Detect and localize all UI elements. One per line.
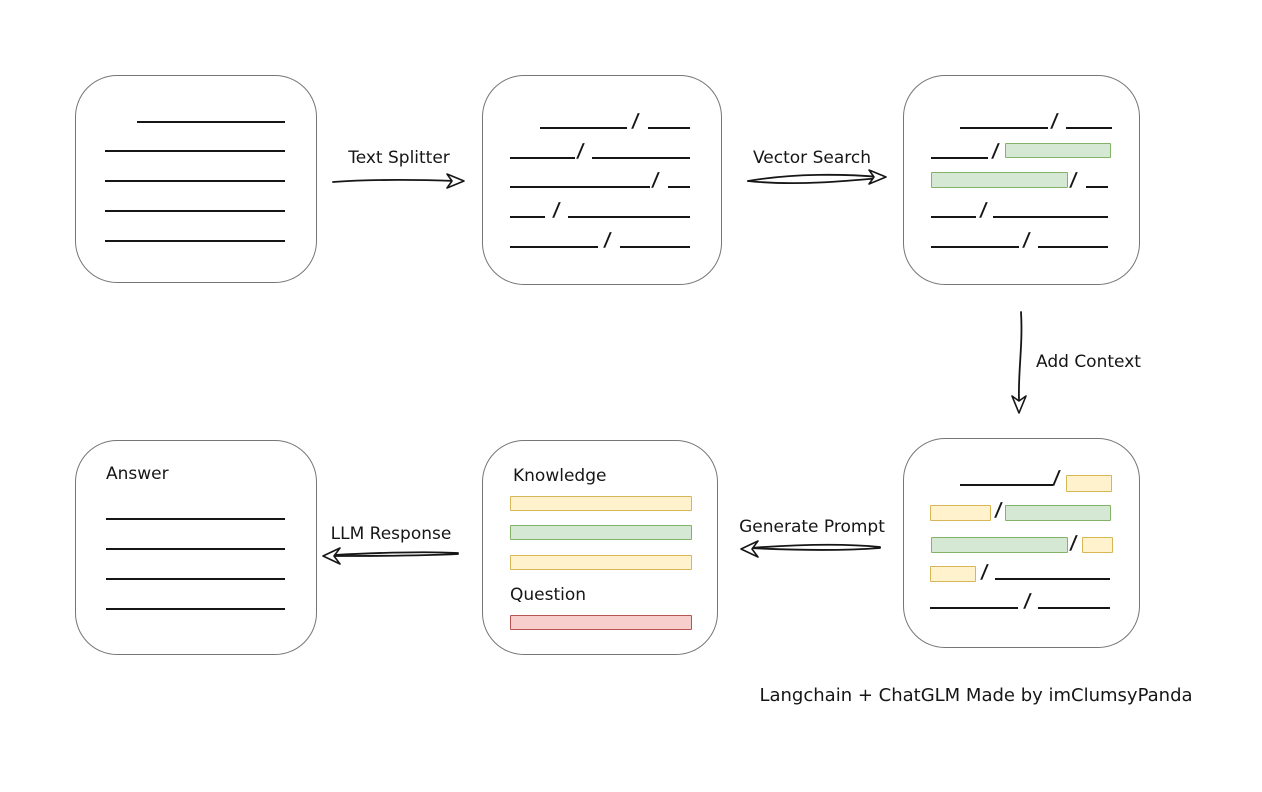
text-line (993, 216, 1108, 218)
text-line (592, 157, 690, 159)
text-line (137, 121, 285, 123)
text-line (620, 246, 690, 248)
text-line (105, 240, 285, 242)
green-chunk-bar (510, 525, 692, 540)
yellow-chunk-bar (1082, 537, 1113, 553)
text-line (995, 578, 1110, 580)
green-chunk-bar (1005, 505, 1111, 521)
text-line (105, 150, 285, 152)
caption: Langchain + ChatGLM Made by imClumsyPand… (759, 685, 1193, 706)
text-line (568, 216, 690, 218)
generate-prompt-arrow (740, 540, 881, 558)
text-line (510, 216, 545, 218)
vector-search-arrow (747, 169, 887, 185)
text-line (931, 216, 976, 218)
text-line (960, 127, 1048, 129)
text-line (540, 127, 627, 129)
yellow-chunk-bar (510, 496, 692, 511)
text-line (106, 548, 285, 550)
text-line (648, 127, 690, 129)
text-line (106, 608, 285, 610)
yellow-chunk-bar (930, 505, 991, 521)
knowledge-label: Knowledge (513, 466, 607, 486)
text-line (1066, 127, 1112, 129)
green-chunk-bar (1005, 143, 1111, 158)
text-line (510, 186, 650, 188)
split-chunks-node (482, 75, 722, 285)
yellow-chunk-bar (930, 566, 976, 582)
text-line (106, 518, 285, 520)
text-line (105, 210, 285, 212)
text-line (106, 578, 285, 580)
red-chunk-bar (510, 615, 692, 630)
text-splitter-label: Text Splitter (348, 148, 450, 168)
add-context-label: Add Context (1036, 352, 1141, 372)
text-line (668, 186, 690, 188)
green-chunk-bar (931, 537, 1068, 553)
answer-node (75, 440, 317, 655)
answer-label: Answer (106, 464, 169, 484)
text-line (1038, 607, 1110, 609)
text-line (931, 246, 1019, 248)
text-line (960, 484, 1053, 486)
text-line (510, 157, 575, 159)
text-line (931, 157, 988, 159)
green-chunk-bar (931, 172, 1068, 188)
llm-response-arrow (322, 547, 459, 565)
source-document-node (75, 75, 317, 283)
text-line (1086, 186, 1108, 188)
text-line (510, 246, 598, 248)
generate-prompt-label: Generate Prompt (739, 517, 885, 537)
text-line (105, 180, 285, 182)
add-context-arrow (1011, 311, 1027, 414)
yellow-chunk-bar (510, 555, 692, 570)
text-splitter-arrow (332, 173, 465, 189)
question-label: Question (510, 585, 587, 605)
yellow-chunk-bar (1066, 475, 1112, 492)
text-line (1038, 246, 1108, 248)
vector-search-label: Vector Search (753, 148, 871, 168)
text-line (930, 607, 1018, 609)
llm-response-label: LLM Response (330, 524, 452, 544)
